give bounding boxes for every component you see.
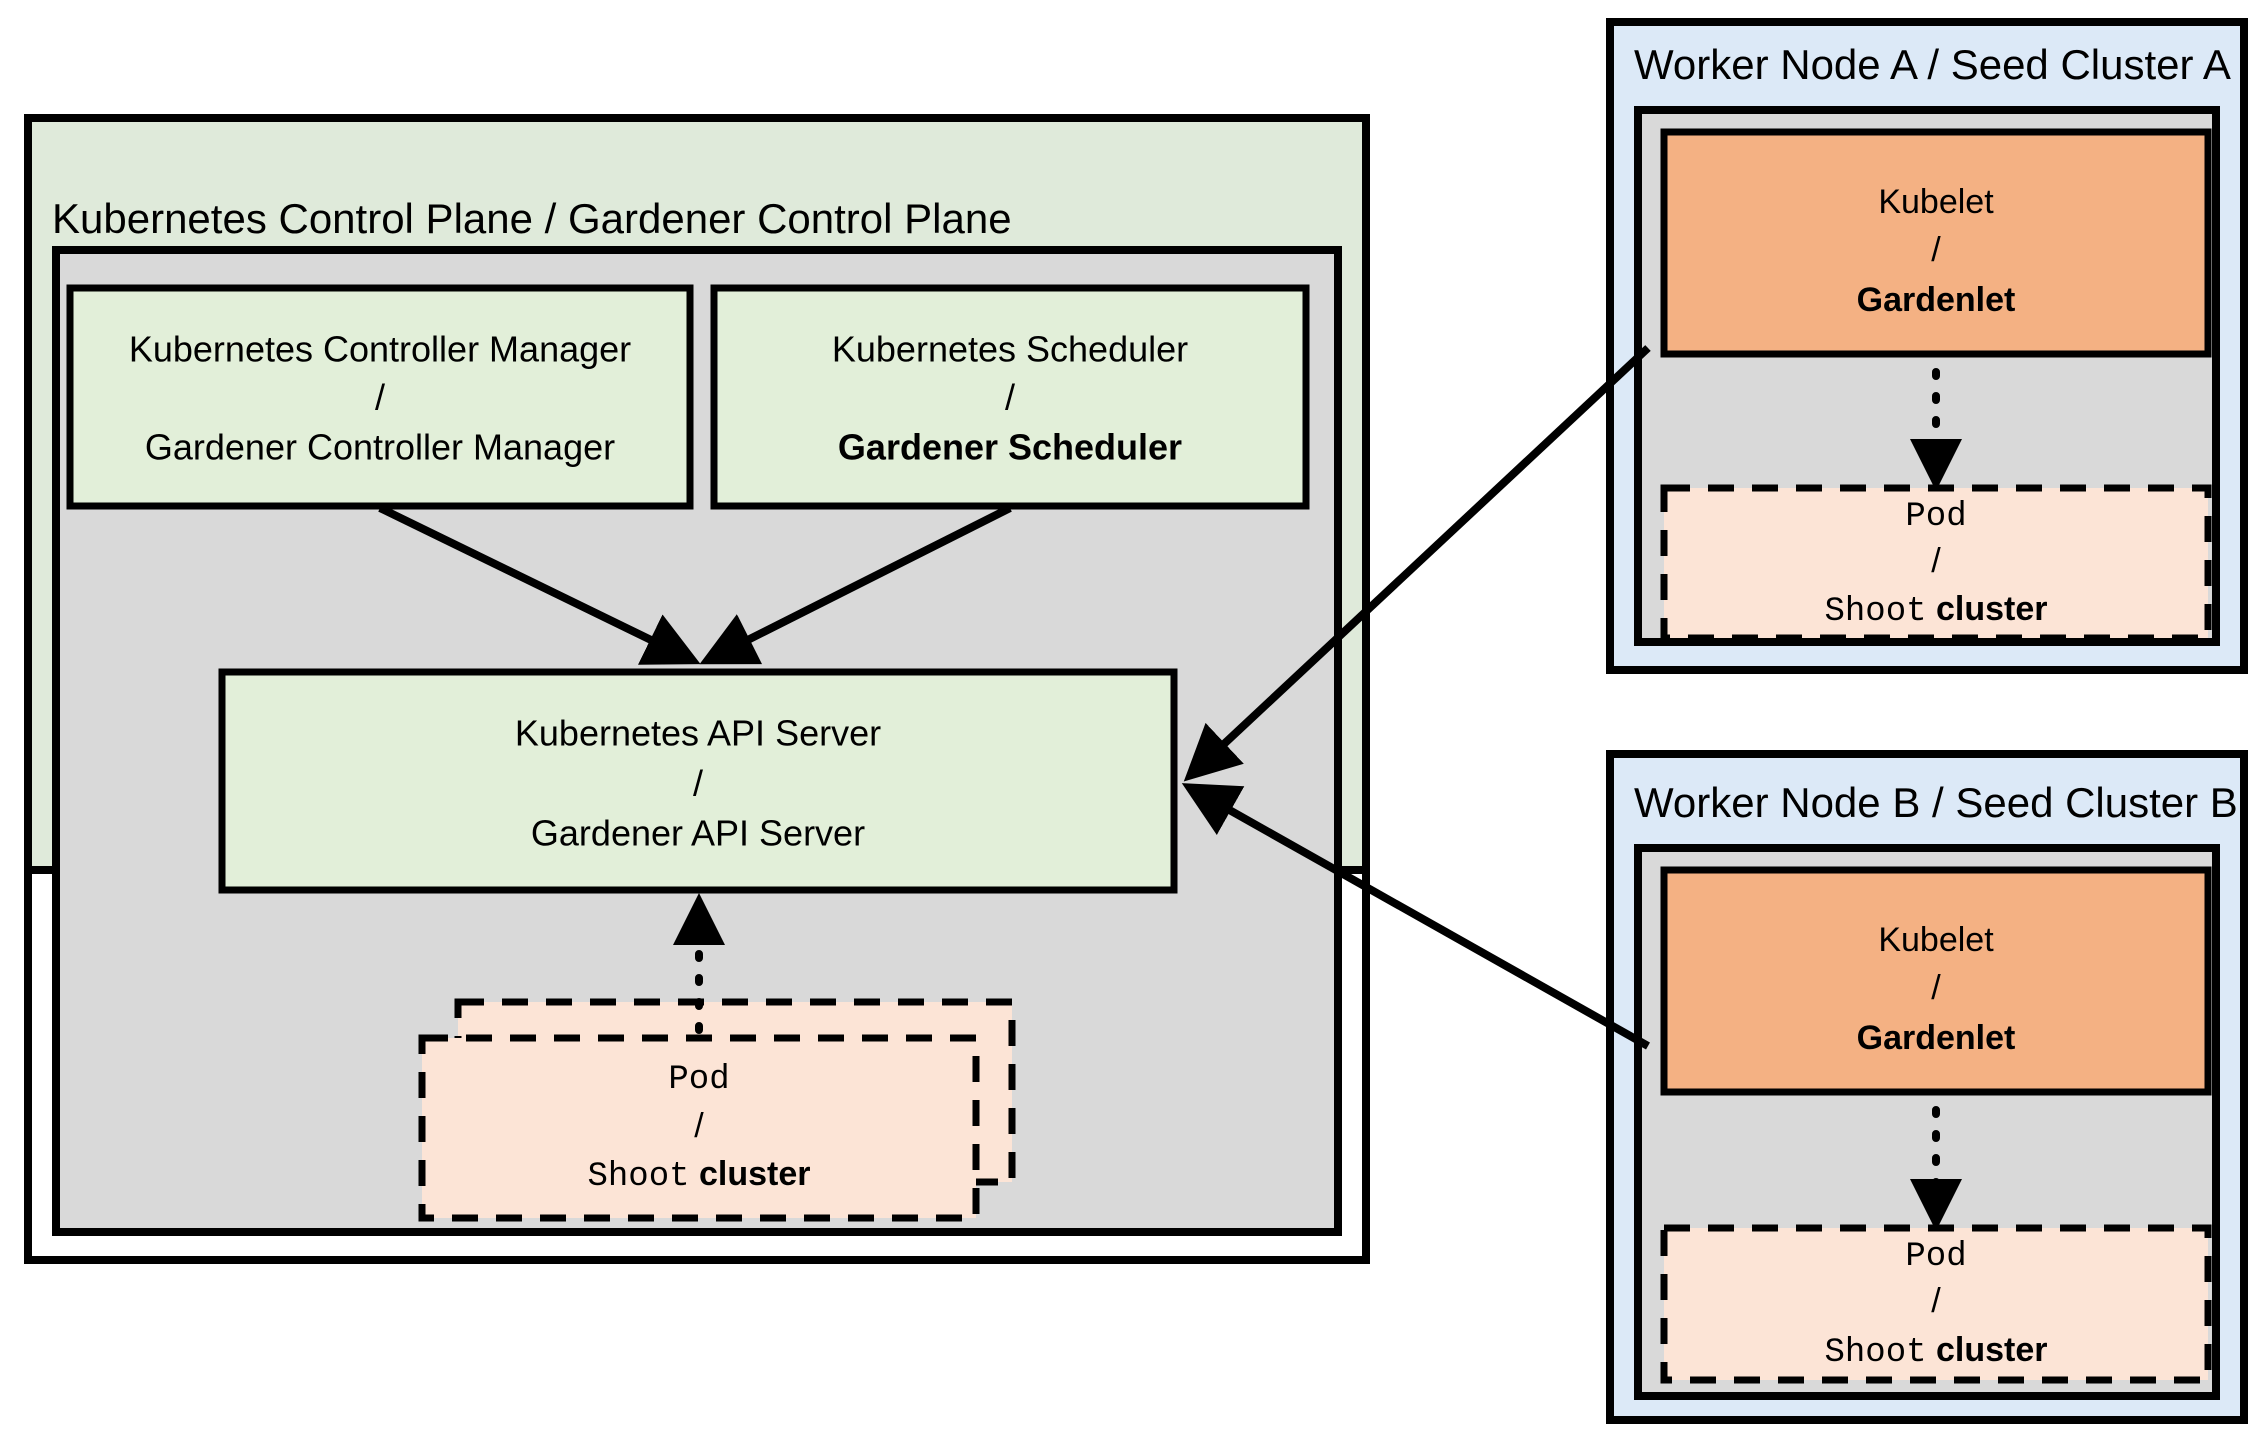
control-plane-pod-shoot: Shoot (588, 1158, 690, 1196)
api-server-separator: / (693, 763, 703, 804)
controller-manager-line1: Kubernetes Controller Manager (129, 329, 631, 370)
controller-manager-line2: Gardener Controller Manager (145, 427, 615, 468)
pod-a-shoot: Shoot (1825, 593, 1927, 631)
controller-manager-box[interactable]: Kubernetes Controller Manager / Gardener… (66, 284, 694, 510)
pod-b-separator: / (1931, 1282, 1941, 1320)
pod-a-cluster: cluster (1936, 590, 2048, 628)
scheduler-separator: / (1005, 377, 1015, 418)
control-plane-title: Kubernetes Control Plane / Gardener Cont… (52, 195, 1012, 242)
control-plane-pod-stack[interactable]: Pod / Shoot cluster (418, 998, 1016, 1222)
kubelet-b-separator: / (1931, 969, 1941, 1007)
scheduler-line2: Gardener Scheduler (838, 427, 1182, 468)
control-plane-pod-line1: Pod (668, 1061, 729, 1099)
arrow-scheduler-to-api-server (699, 504, 1012, 665)
scheduler-rect[interactable] (710, 284, 1310, 510)
worker-node-a-kubelet-box[interactable]: Kubelet / Gardenlet (1660, 128, 2212, 358)
worker-node-b-kubelet-box[interactable]: Kubelet / Gardenlet (1660, 866, 2212, 1096)
pod-b-shoot: Shoot (1825, 1334, 1927, 1372)
control-plane-outer-frame (24, 114, 1370, 1264)
control-plane-pod-separator: / (694, 1107, 704, 1145)
kubelet-a-line1: Kubelet (1878, 183, 1994, 221)
scheduler-line1: Kubernetes Scheduler (832, 329, 1188, 370)
control-plane-pod-cluster: cluster (699, 1155, 811, 1193)
kubelet-a-separator: / (1931, 231, 1941, 269)
arrow-controller-manager-to-api-server (378, 504, 701, 665)
arrow-gardenlet-b-to-api-server (1181, 783, 1650, 1050)
pod-b-line2: Shoot cluster (1825, 1331, 2048, 1372)
gardenlet-b-label: Gardenlet (1857, 1019, 2016, 1057)
worker-node-b-pod-box[interactable]: Pod / Shoot cluster (1660, 1224, 2212, 1384)
worker-node-a-pod-box[interactable]: Pod / Shoot cluster (1660, 484, 2212, 642)
api-server-box[interactable]: Kubernetes API Server / Gardener API Ser… (218, 668, 1178, 894)
control-plane-panel-frame (24, 114, 1370, 1264)
kubelet-a-rect[interactable] (1660, 128, 2212, 358)
api-server-rect[interactable] (218, 668, 1178, 894)
kubelet-b-line1: Kubelet (1878, 921, 1994, 959)
controller-manager-rect[interactable] (66, 284, 694, 510)
controller-manager-separator: / (375, 377, 385, 418)
scheduler-box[interactable]: Kubernetes Scheduler / Gardener Schedule… (710, 284, 1310, 510)
control-plane-pod-line2: Shoot cluster (588, 1155, 811, 1196)
api-server-line2: Gardener API Server (531, 813, 865, 854)
pod-a-separator: / (1931, 542, 1941, 580)
api-server-line1: Kubernetes API Server (515, 713, 881, 754)
pod-a-line1: Pod (1905, 498, 1966, 536)
pod-a-rect[interactable] (1660, 484, 2212, 642)
worker-node-b-title: Worker Node B / Seed Cluster B (1634, 779, 2238, 826)
control-plane-pod-front-rect[interactable] (418, 1034, 980, 1222)
kubelet-b-rect[interactable] (1660, 866, 2212, 1096)
worker-node-a-title: Worker Node A / Seed Cluster A (1634, 41, 2231, 88)
arrow-gardenlet-a-to-api-server (1183, 345, 1651, 782)
pod-a-line2: Shoot cluster (1825, 590, 2048, 631)
gardenlet-a-label: Gardenlet (1857, 281, 2016, 319)
pod-b-line1: Pod (1905, 1238, 1966, 1276)
pod-b-cluster: cluster (1936, 1331, 2048, 1369)
